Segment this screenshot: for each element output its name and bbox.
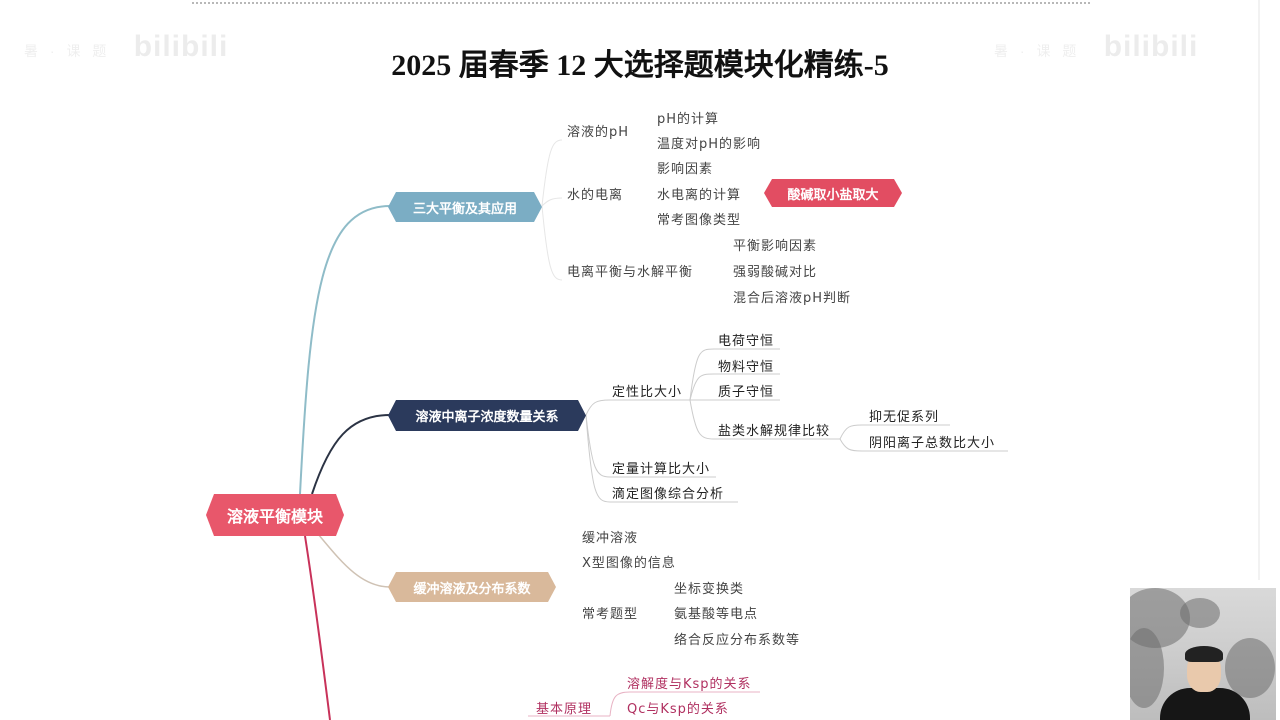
- subtopic-equilibrium-factors[interactable]: 平衡影响因素: [733, 239, 818, 254]
- topic-ionization-hydrolysis[interactable]: 电离平衡与水解平衡: [567, 265, 694, 280]
- subtopic-temp-ph[interactable]: 温度对pH的影响: [657, 137, 762, 152]
- subtopic-coord-transform[interactable]: 坐标变换类: [674, 582, 745, 597]
- topic-x-graph[interactable]: X型图像的信息: [582, 556, 676, 571]
- watermark-left: 暑 · 课 题 bilibili: [24, 30, 229, 63]
- branch-node-three-equilibria[interactable]: 三大平衡及其应用: [388, 192, 542, 222]
- bilibili-logo-icon: bilibili: [1103, 30, 1199, 63]
- presenter-hair: [1185, 646, 1223, 662]
- branch-node-ion-concentration[interactable]: 溶液中离子浓度数量关系: [388, 400, 586, 431]
- subtopic-mixed-ph[interactable]: 混合后溶液pH判断: [733, 291, 852, 306]
- page-title: 2025 届春季 12 大选择题模块化精练-5: [391, 49, 889, 82]
- branch-node-buffer[interactable]: 缓冲溶液及分布系数: [388, 572, 556, 602]
- leaf-ion-count[interactable]: 阴阳离子总数比大小: [869, 436, 996, 451]
- subtopic-proton[interactable]: 质子守恒: [718, 385, 775, 400]
- subtopic-factors[interactable]: 影响因素: [657, 162, 714, 177]
- topic-basic-principles[interactable]: 基本原理: [536, 702, 593, 717]
- topic-buffer-solution[interactable]: 缓冲溶液: [582, 531, 639, 546]
- callout-acid-base-rule[interactable]: 酸碱取小盐取大: [764, 179, 902, 207]
- subtopic-ph-calc[interactable]: pH的计算: [657, 112, 720, 127]
- subtopic-material[interactable]: 物料守恒: [718, 360, 775, 375]
- topic-quantitative[interactable]: 定量计算比大小: [612, 462, 711, 477]
- page-right-edge: [1258, 0, 1260, 580]
- presenter-webcam: [1130, 588, 1276, 720]
- leaf-inhibit-promote[interactable]: 抑无促系列: [869, 410, 940, 425]
- subtopic-qc-ksp[interactable]: Qc与Ksp的关系: [627, 702, 729, 717]
- topic-qualitative[interactable]: 定性比大小: [612, 385, 683, 400]
- subtopic-water-calc[interactable]: 水电离的计算: [657, 188, 742, 203]
- topic-solution-ph[interactable]: 溶液的pH: [567, 125, 630, 140]
- topic-titration[interactable]: 滴定图像综合分析: [612, 487, 725, 502]
- topic-water-ionization[interactable]: 水的电离: [567, 188, 624, 203]
- subtopic-salt-hydrolysis[interactable]: 盐类水解规律比较: [718, 424, 831, 439]
- root-node[interactable]: 溶液平衡模块: [206, 494, 344, 536]
- topic-common-questions[interactable]: 常考题型: [582, 607, 639, 622]
- subtopic-strong-weak[interactable]: 强弱酸碱对比: [733, 265, 818, 280]
- watermark-right: 暑 · 课 题 bilibili: [994, 30, 1199, 63]
- subtopic-solubility-ksp[interactable]: 溶解度与Ksp的关系: [627, 677, 752, 692]
- subtopic-graph-types[interactable]: 常考图像类型: [657, 213, 742, 228]
- subtopic-charge[interactable]: 电荷守恒: [718, 334, 775, 349]
- subtopic-complex-distribution[interactable]: 络合反应分布系数等: [674, 633, 801, 648]
- presenter-body: [1160, 688, 1250, 720]
- subtopic-amino-acid[interactable]: 氨基酸等电点: [674, 607, 759, 622]
- page-top-dotted-border: [192, 2, 1090, 4]
- bilibili-logo-icon: bilibili: [133, 30, 229, 63]
